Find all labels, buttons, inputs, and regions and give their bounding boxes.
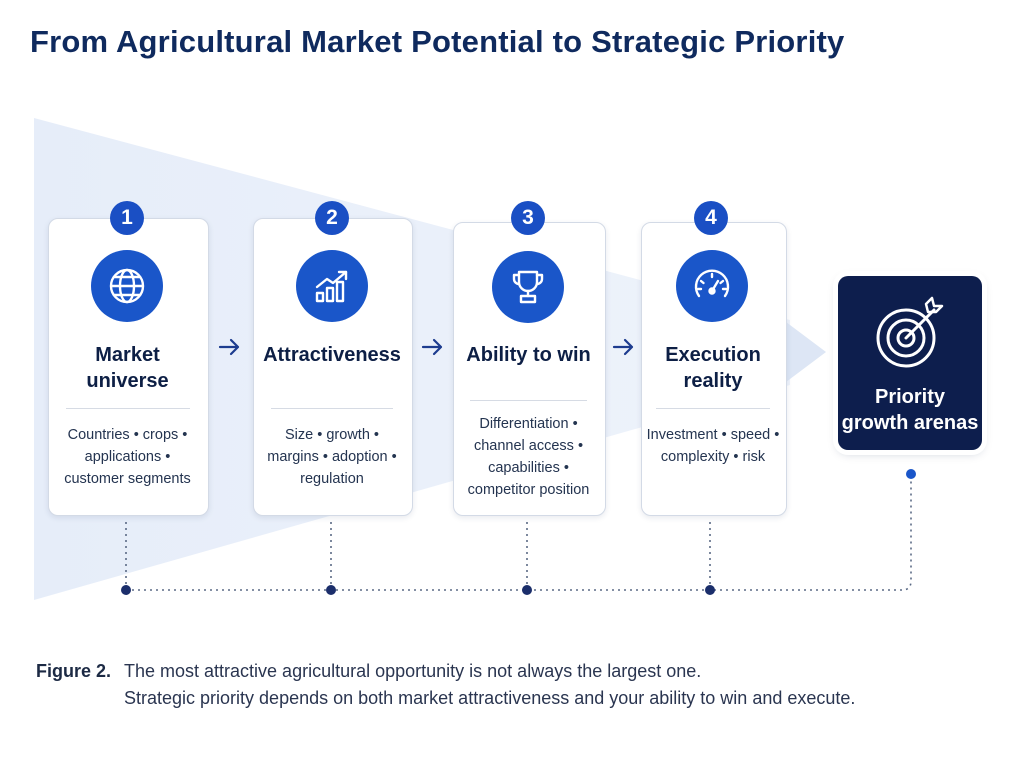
card-divider — [470, 400, 587, 401]
step-description: Differentiation • channel access • capab… — [467, 416, 590, 498]
step-title: Market universe — [86, 344, 169, 392]
card-divider — [66, 408, 190, 409]
outcome-label: Priority growth arenas — [841, 386, 979, 434]
step-number-badge: 3 — [511, 201, 545, 235]
step-description: Investment • speed • complexity • risk — [646, 427, 780, 465]
step-number-badge: 4 — [694, 201, 728, 235]
connector-dot-outcome — [906, 469, 916, 479]
caption-line-2: Strategic priority depends on both marke… — [124, 688, 856, 708]
step-title: Attractiveness — [263, 344, 401, 366]
connector-dot-1 — [121, 585, 131, 595]
arrow-right-icon — [218, 338, 240, 356]
card-divider — [271, 408, 393, 409]
step-description: Countries • crops • applications • custo… — [64, 427, 191, 487]
connector-dot-4 — [705, 585, 715, 595]
connector-dot-2 — [326, 585, 336, 595]
card-divider — [656, 408, 770, 409]
caption-line-1: The most attractive agricultural opportu… — [124, 661, 702, 681]
step-title: Ability to win — [466, 344, 591, 366]
step-description: Size • growth • margins • adoption • reg… — [267, 427, 397, 487]
step-number-badge: 1 — [110, 201, 144, 235]
step-number-badge: 2 — [315, 201, 349, 235]
trophy-icon — [492, 251, 564, 323]
outcome-card-priority-growth-arenas — [838, 276, 982, 450]
step-title: Execution reality — [665, 344, 761, 392]
arrow-right-icon — [421, 338, 443, 356]
connector-dot-3 — [522, 585, 532, 595]
page-title: From Agricultural Market Potential to St… — [30, 24, 845, 59]
figure-label: Figure 2. — [36, 661, 112, 681]
gauge-icon — [676, 250, 748, 322]
arrow-right-icon — [612, 338, 634, 356]
globe-icon — [91, 250, 163, 322]
growth-chart-icon — [296, 250, 368, 322]
target-icon — [876, 296, 944, 368]
